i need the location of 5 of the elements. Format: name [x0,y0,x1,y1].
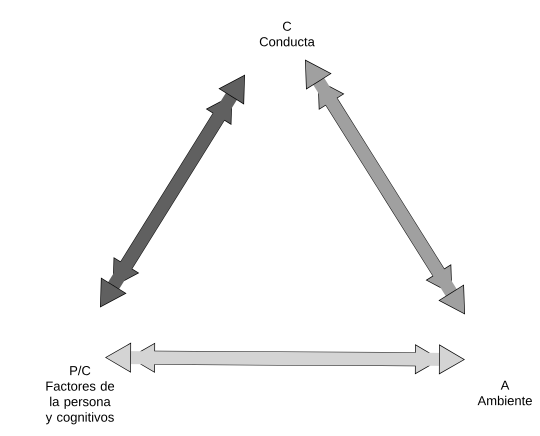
vertex-label: P/C Factores de la persona y cognitivos [46,366,114,424]
double-arrow [105,342,465,374]
vertex-label: A Ambiente [478,380,532,406]
vertex-label: C Conducta [260,22,315,46]
double-arrow [100,74,245,308]
